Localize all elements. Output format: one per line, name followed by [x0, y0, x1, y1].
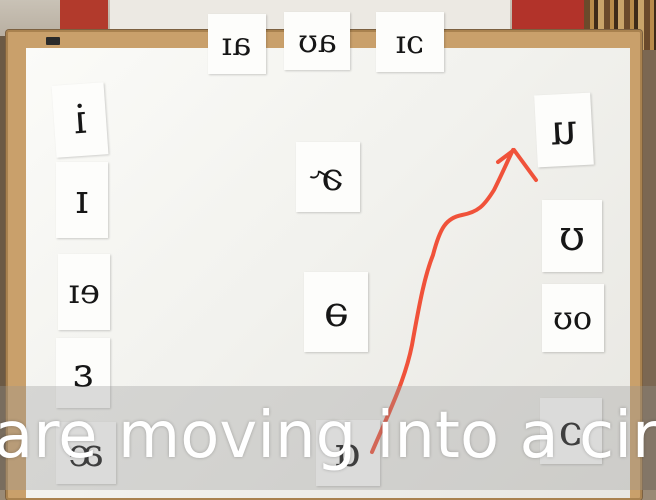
left-post: [0, 36, 10, 490]
card-right-2: ʊ: [542, 200, 602, 272]
card-left-2: ɪ: [56, 162, 108, 238]
arrow-line: [370, 148, 515, 454]
card-right-4: ɔ: [540, 398, 602, 464]
card-left-3: eɪ: [58, 254, 110, 330]
card-top-1: aɪ: [208, 14, 266, 74]
right-post: [640, 50, 656, 490]
arrow-head: [496, 148, 538, 182]
card-center-2: ə: [304, 272, 368, 352]
card-top-3: ɔɪ: [376, 12, 444, 72]
card-left-4: ɛ: [56, 338, 110, 408]
card-center-1: ɚ: [296, 142, 360, 212]
subtitle-background: [0, 386, 656, 490]
card-top-2: aʊ: [284, 12, 350, 70]
card-left-5: æ: [56, 422, 116, 484]
card-center-3: ɑ: [316, 420, 380, 486]
subtitle-caption: are moving into a circ: [0, 394, 656, 484]
subtitle-text: are moving into a circ: [0, 399, 656, 473]
card-right-3: oʊ: [542, 284, 604, 352]
whiteboard-logo: [46, 37, 60, 45]
red-object-right: [512, 0, 584, 34]
